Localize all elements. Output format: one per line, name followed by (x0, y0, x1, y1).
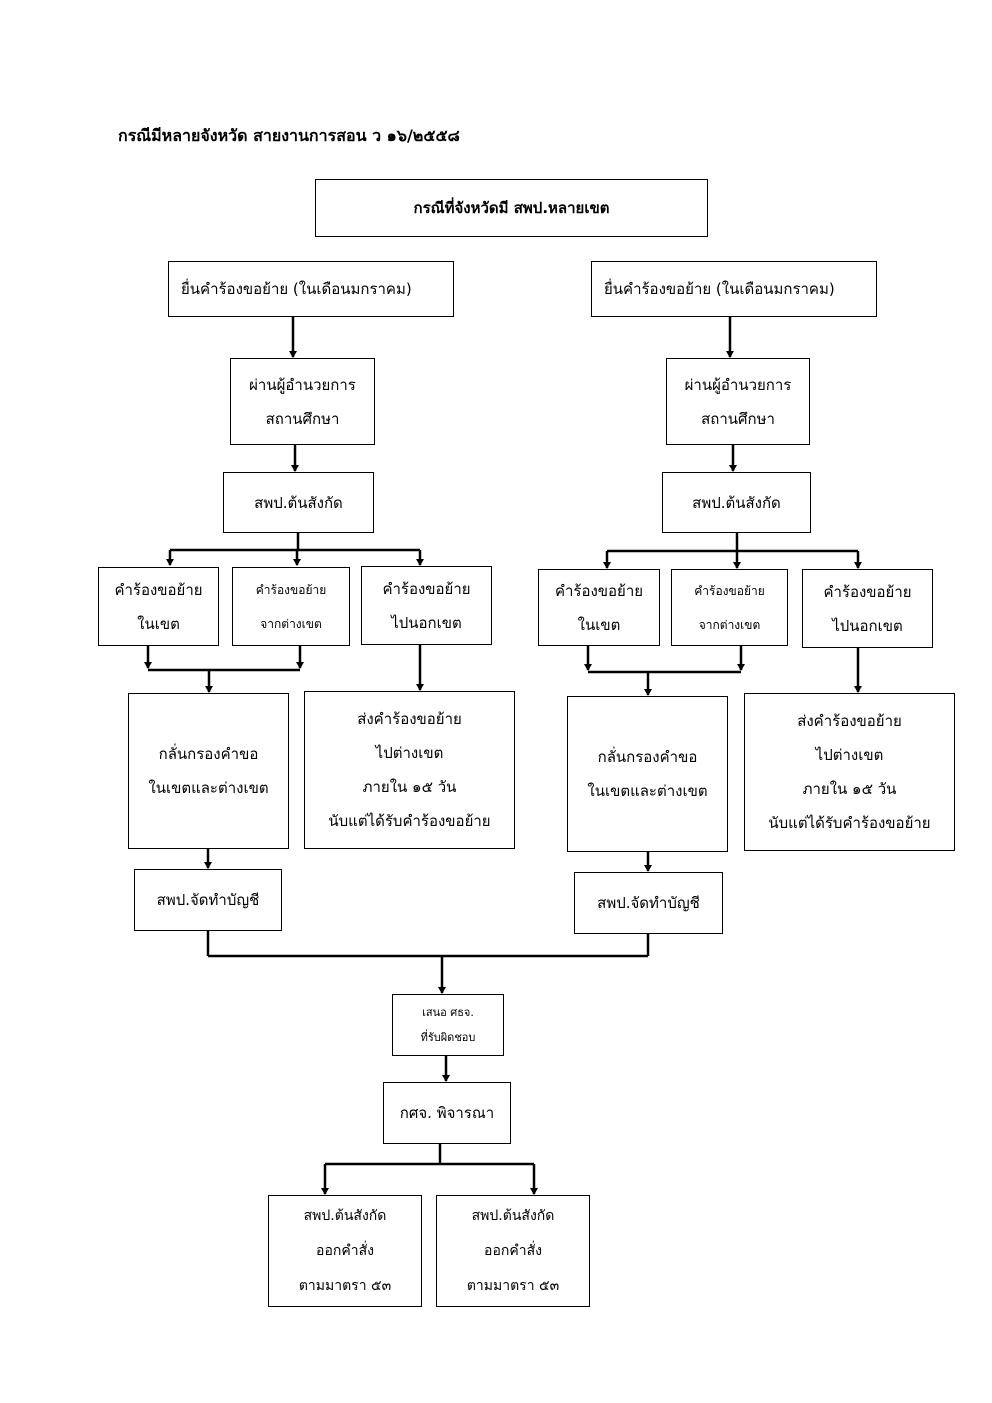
right-send-requests-line-1: ส่งคำร้องขอย้าย (797, 712, 902, 730)
right-from-other-area-line-2: จากต่างเขต (698, 617, 761, 632)
right-screen-requests-box: กลั่นกรองคำขอ ในเขตและต่างเขต (567, 696, 728, 852)
order-right-line-2: ออกคำสั่ง (484, 1242, 542, 1259)
left-send-requests-line-4: นับแต่ได้รับคำร้องขอย้าย (328, 812, 491, 830)
right-prepare-list-box: สพป.จัดทำบัญชี (574, 872, 723, 934)
right-from-other-area-line-1: คำร้องขอย้าย (694, 583, 765, 598)
left-within-area-box: คำร้องขอย้าย ในเขต (98, 567, 219, 646)
propose-office-box: เสนอ ศธจ. ที่รับผิดชอบ (392, 994, 504, 1056)
order-right-line-3: ตามมาตรา ๕๓ (466, 1277, 560, 1294)
order-box-left: สพป.ต้นสังกัด ออกคำสั่ง ตามมาตรา ๕๓ (268, 1195, 422, 1307)
right-from-other-area-box: คำร้องขอย้าย จากต่างเขต (671, 569, 788, 646)
right-send-requests-line-3: ภายใน ๑๕ วัน (802, 780, 897, 798)
right-to-other-area-line-1: คำร้องขอย้าย (823, 582, 912, 601)
committee-review-text: กศจ. พิจารณา (399, 1104, 495, 1122)
left-screen-requests-line-1: กลั่นกรองคำขอ (158, 745, 259, 763)
left-via-director-line-2: สถานศึกษา (265, 409, 340, 428)
right-via-director-box: ผ่านผู้อำนวยการ สถานศึกษา (666, 358, 810, 445)
right-within-area-box: คำร้องขอย้าย ในเขต (538, 569, 660, 646)
left-origin-office-text: สพป.ต้นสังกัด (254, 493, 343, 512)
left-send-requests-line-3: ภายใน ๑๕ วัน (362, 778, 457, 796)
left-submit-request-box: ยื่นคำร้องขอย้าย (ในเดือนมกราคม) (168, 261, 454, 317)
left-send-requests-box: ส่งคำร้องขอย้าย ไปต่างเขต ภายใน ๑๕ วัน น… (304, 691, 515, 849)
committee-review-box: กศจ. พิจารณา (383, 1082, 511, 1144)
left-via-director-line-1: ผ่านผู้อำนวยการ (249, 375, 356, 394)
left-origin-office-box: สพป.ต้นสังกัด (223, 472, 374, 533)
left-from-other-area-line-1: คำร้องขอย้าย (255, 582, 327, 597)
right-screen-requests-line-2: ในเขตและต่างเขต (587, 782, 708, 800)
left-prepare-list-text: สพป.จัดทำบัญชี (156, 891, 260, 909)
right-to-other-area-line-2: ไปนอกเขต (832, 616, 903, 635)
left-send-requests-line-2: ไปต่างเขต (375, 744, 444, 762)
right-origin-office-box: สพป.ต้นสังกัด (662, 472, 811, 533)
left-prepare-list-box: สพป.จัดทำบัญชี (134, 869, 282, 931)
page-heading: กรณีมีหลายจังหวัด สายงานการสอน ว ๑๖/๒๕๕๘ (118, 126, 460, 145)
right-within-area-line-1: คำร้องขอย้าย (554, 581, 644, 600)
left-from-other-area-box: คำร้องขอย้าย จากต่างเขต (232, 567, 350, 646)
left-within-area-line-2: ในเขต (137, 614, 180, 633)
order-right-line-1: สพป.ต้นสังกัด (471, 1207, 555, 1224)
left-submit-request-text: ยื่นคำร้องขอย้าย (ในเดือนมกราคม) (181, 280, 412, 298)
order-box-right: สพป.ต้นสังกัด ออกคำสั่ง ตามมาตรา ๕๓ (436, 1195, 590, 1307)
right-prepare-list-text: สพป.จัดทำบัญชี (597, 894, 700, 912)
right-via-director-line-2: สถานศึกษา (701, 409, 775, 428)
left-screen-requests-line-2: ในเขตและต่างเขต (148, 779, 269, 797)
right-submit-request-box: ยื่นคำร้องขอย้าย (ในเดือนมกราคม) (591, 261, 877, 317)
right-within-area-line-2: ในเขต (577, 615, 621, 634)
propose-office-line-1: เสนอ ศธจ. (422, 1006, 474, 1019)
left-from-other-area-line-2: จากต่างเขต (260, 616, 322, 631)
order-left-line-2: ออกคำสั่ง (316, 1242, 374, 1259)
right-send-requests-box: ส่งคำร้องขอย้าย ไปต่างเขต ภายใน ๑๕ วัน น… (744, 693, 955, 851)
left-within-area-line-1: คำร้องขอย้าย (114, 580, 203, 599)
left-to-other-area-box: คำร้องขอย้าย ไปนอกเขต (361, 566, 492, 645)
right-origin-office-text: สพป.ต้นสังกัด (692, 493, 781, 512)
left-to-other-area-line-1: คำร้องขอย้าย (382, 579, 471, 598)
right-submit-request-text: ยื่นคำร้องขอย้าย (ในเดือนมกราคม) (604, 280, 835, 298)
left-via-director-box: ผ่านผู้อำนวยการ สถานศึกษา (230, 358, 375, 445)
right-send-requests-line-2: ไปต่างเขต (815, 746, 884, 764)
order-left-line-3: ตามมาตรา ๕๓ (298, 1277, 392, 1294)
right-send-requests-line-4: นับแต่ได้รับคำร้องขอย้าย (768, 814, 931, 832)
right-via-director-line-1: ผ่านผู้อำนวยการ (684, 375, 792, 394)
right-screen-requests-line-1: กลั่นกรองคำขอ (597, 748, 698, 766)
left-to-other-area-line-2: ไปนอกเขต (391, 613, 462, 632)
order-left-line-1: สพป.ต้นสังกัด (303, 1207, 387, 1224)
left-screen-requests-box: กลั่นกรองคำขอ ในเขตและต่างเขต (128, 693, 289, 849)
title-box-text: กรณีที่จังหวัดมี สพป.หลายเขต (413, 199, 610, 217)
title-box: กรณีที่จังหวัดมี สพป.หลายเขต (315, 179, 708, 237)
left-send-requests-line-1: ส่งคำร้องขอย้าย (357, 710, 462, 728)
right-to-other-area-box: คำร้องขอย้าย ไปนอกเขต (802, 569, 933, 648)
propose-office-line-2: ที่รับผิดชอบ (420, 1031, 476, 1044)
